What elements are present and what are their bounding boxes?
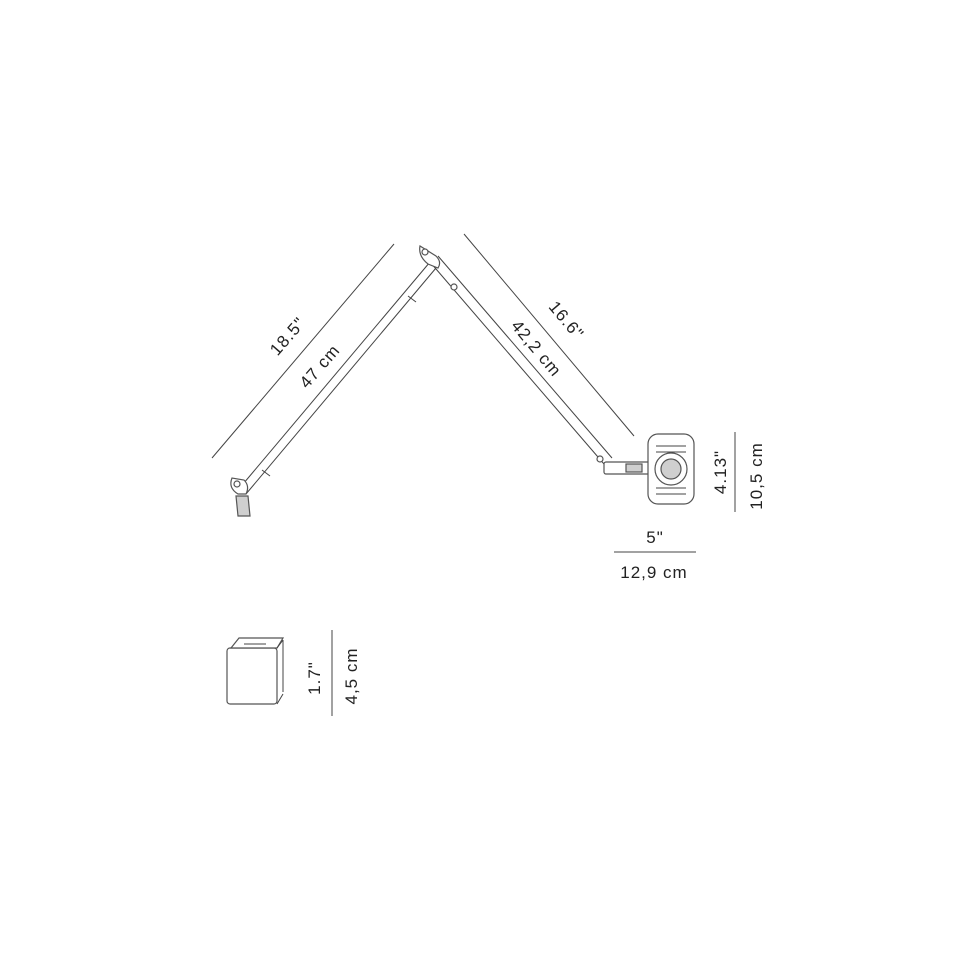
dimension-line-arm1 — [211, 243, 395, 459]
arm1-cm-label: 47 cm — [296, 341, 344, 392]
arm-joint-marker — [596, 455, 604, 463]
upper-arm — [429, 255, 613, 465]
wall-base — [226, 637, 285, 705]
lamp-head — [603, 433, 695, 505]
elbow-joint — [419, 245, 441, 269]
base-height-cm-label: 4,5 cm — [342, 647, 361, 704]
lower-arm — [237, 261, 437, 495]
head-height-inch-label: 4.13" — [711, 450, 730, 494]
head-width-inch-label: 5" — [646, 528, 664, 547]
arm2-cm-label: 42,2 cm — [507, 317, 565, 381]
arm-joint-marker — [450, 283, 458, 291]
base-height-inch-label: 1.7" — [305, 661, 324, 695]
arm2-inch-label: 16.6" — [545, 297, 588, 343]
head-height-cm-label: 10,5 cm — [747, 442, 766, 509]
dimension-line-arm2 — [463, 233, 635, 437]
head-width-cm-label: 12,9 cm — [620, 563, 687, 582]
arm1-inch-label: 18.5" — [266, 314, 309, 360]
arm-base-clamp — [230, 477, 251, 517]
